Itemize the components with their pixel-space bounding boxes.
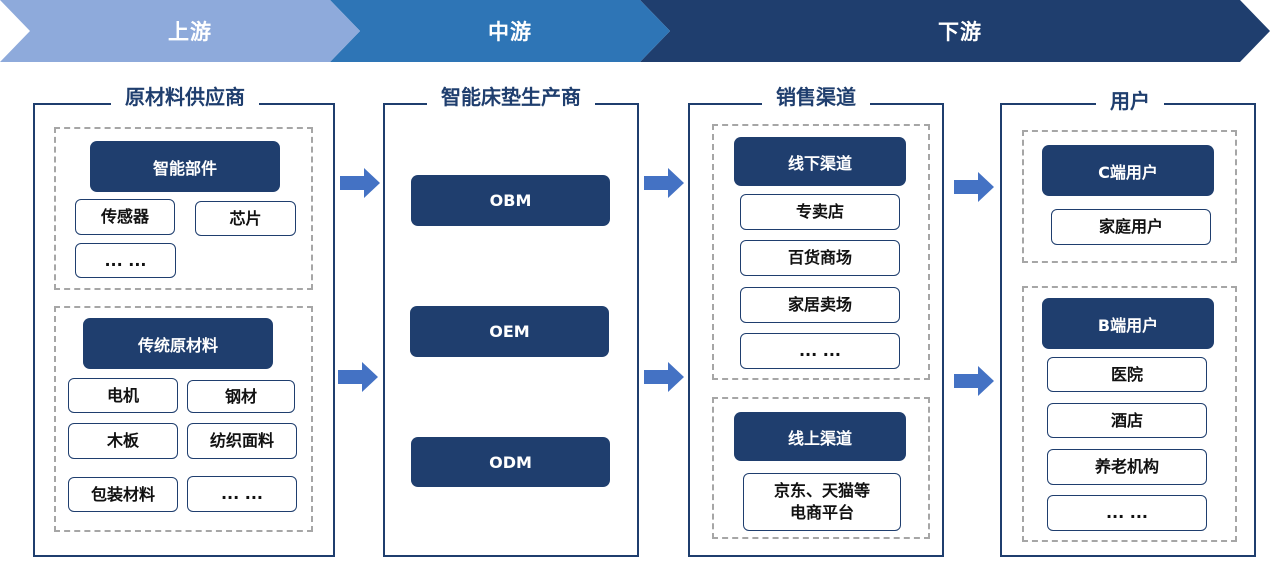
list-item: 芯片 [195,201,296,236]
stage-midstream: 中游 [488,20,532,44]
list-item: 传感器 [75,199,175,235]
b-end-heading: B端用户 [1042,298,1214,349]
odm-box: ODM [411,437,610,487]
list-item: ... ... [187,476,297,512]
traditional-materials-group [54,306,313,532]
b-end-group [1022,286,1237,542]
arrow-right-icon [954,172,994,202]
arrow-right-icon [340,168,380,198]
list-item: 酒店 [1047,403,1207,438]
list-item: ... ... [740,333,900,369]
list-item: 包装材料 [68,477,178,512]
list-item: 专卖店 [740,194,900,230]
offline-heading: 线下渠道 [734,137,906,186]
list-item: 医院 [1047,357,1207,392]
smart-parts-heading: 智能部件 [90,141,280,192]
arrow-right-icon [644,362,684,392]
online-group [712,397,930,539]
arrow-right-icon [954,366,994,396]
list-item: 钢材 [187,380,295,413]
stage-upstream: 上游 [168,20,212,44]
online-heading: 线上渠道 [734,412,906,461]
list-item: 家庭用户 [1051,209,1211,245]
stage-downstream: 下游 [938,20,982,44]
c-end-group [1022,130,1237,263]
list-item: 电机 [68,378,178,413]
obm-box: OBM [411,175,610,226]
users-title: 用户 [1096,88,1164,114]
list-item: 木板 [68,423,178,459]
list-item: 京东、天猫等 电商平台 [743,473,901,531]
suppliers-title: 原材料供应商 [111,84,259,110]
list-item: 家居卖场 [740,287,900,323]
c-end-heading: C端用户 [1042,145,1214,196]
smart-parts-group [54,127,313,290]
list-item: 养老机构 [1047,449,1207,485]
offline-group [712,124,930,380]
list-item: ... ... [1047,495,1207,531]
arrow-right-icon [644,168,684,198]
list-item: ... ... [75,243,176,278]
channels-title: 销售渠道 [762,84,870,110]
stage-banner [0,0,1270,62]
list-item: 纺织面料 [187,423,297,459]
traditional-materials-heading: 传统原材料 [83,318,273,369]
manufacturers-title: 智能床垫生产商 [427,84,595,110]
oem-box: OEM [410,306,609,357]
arrow-right-icon [338,362,378,392]
list-item: 百货商场 [740,240,900,276]
